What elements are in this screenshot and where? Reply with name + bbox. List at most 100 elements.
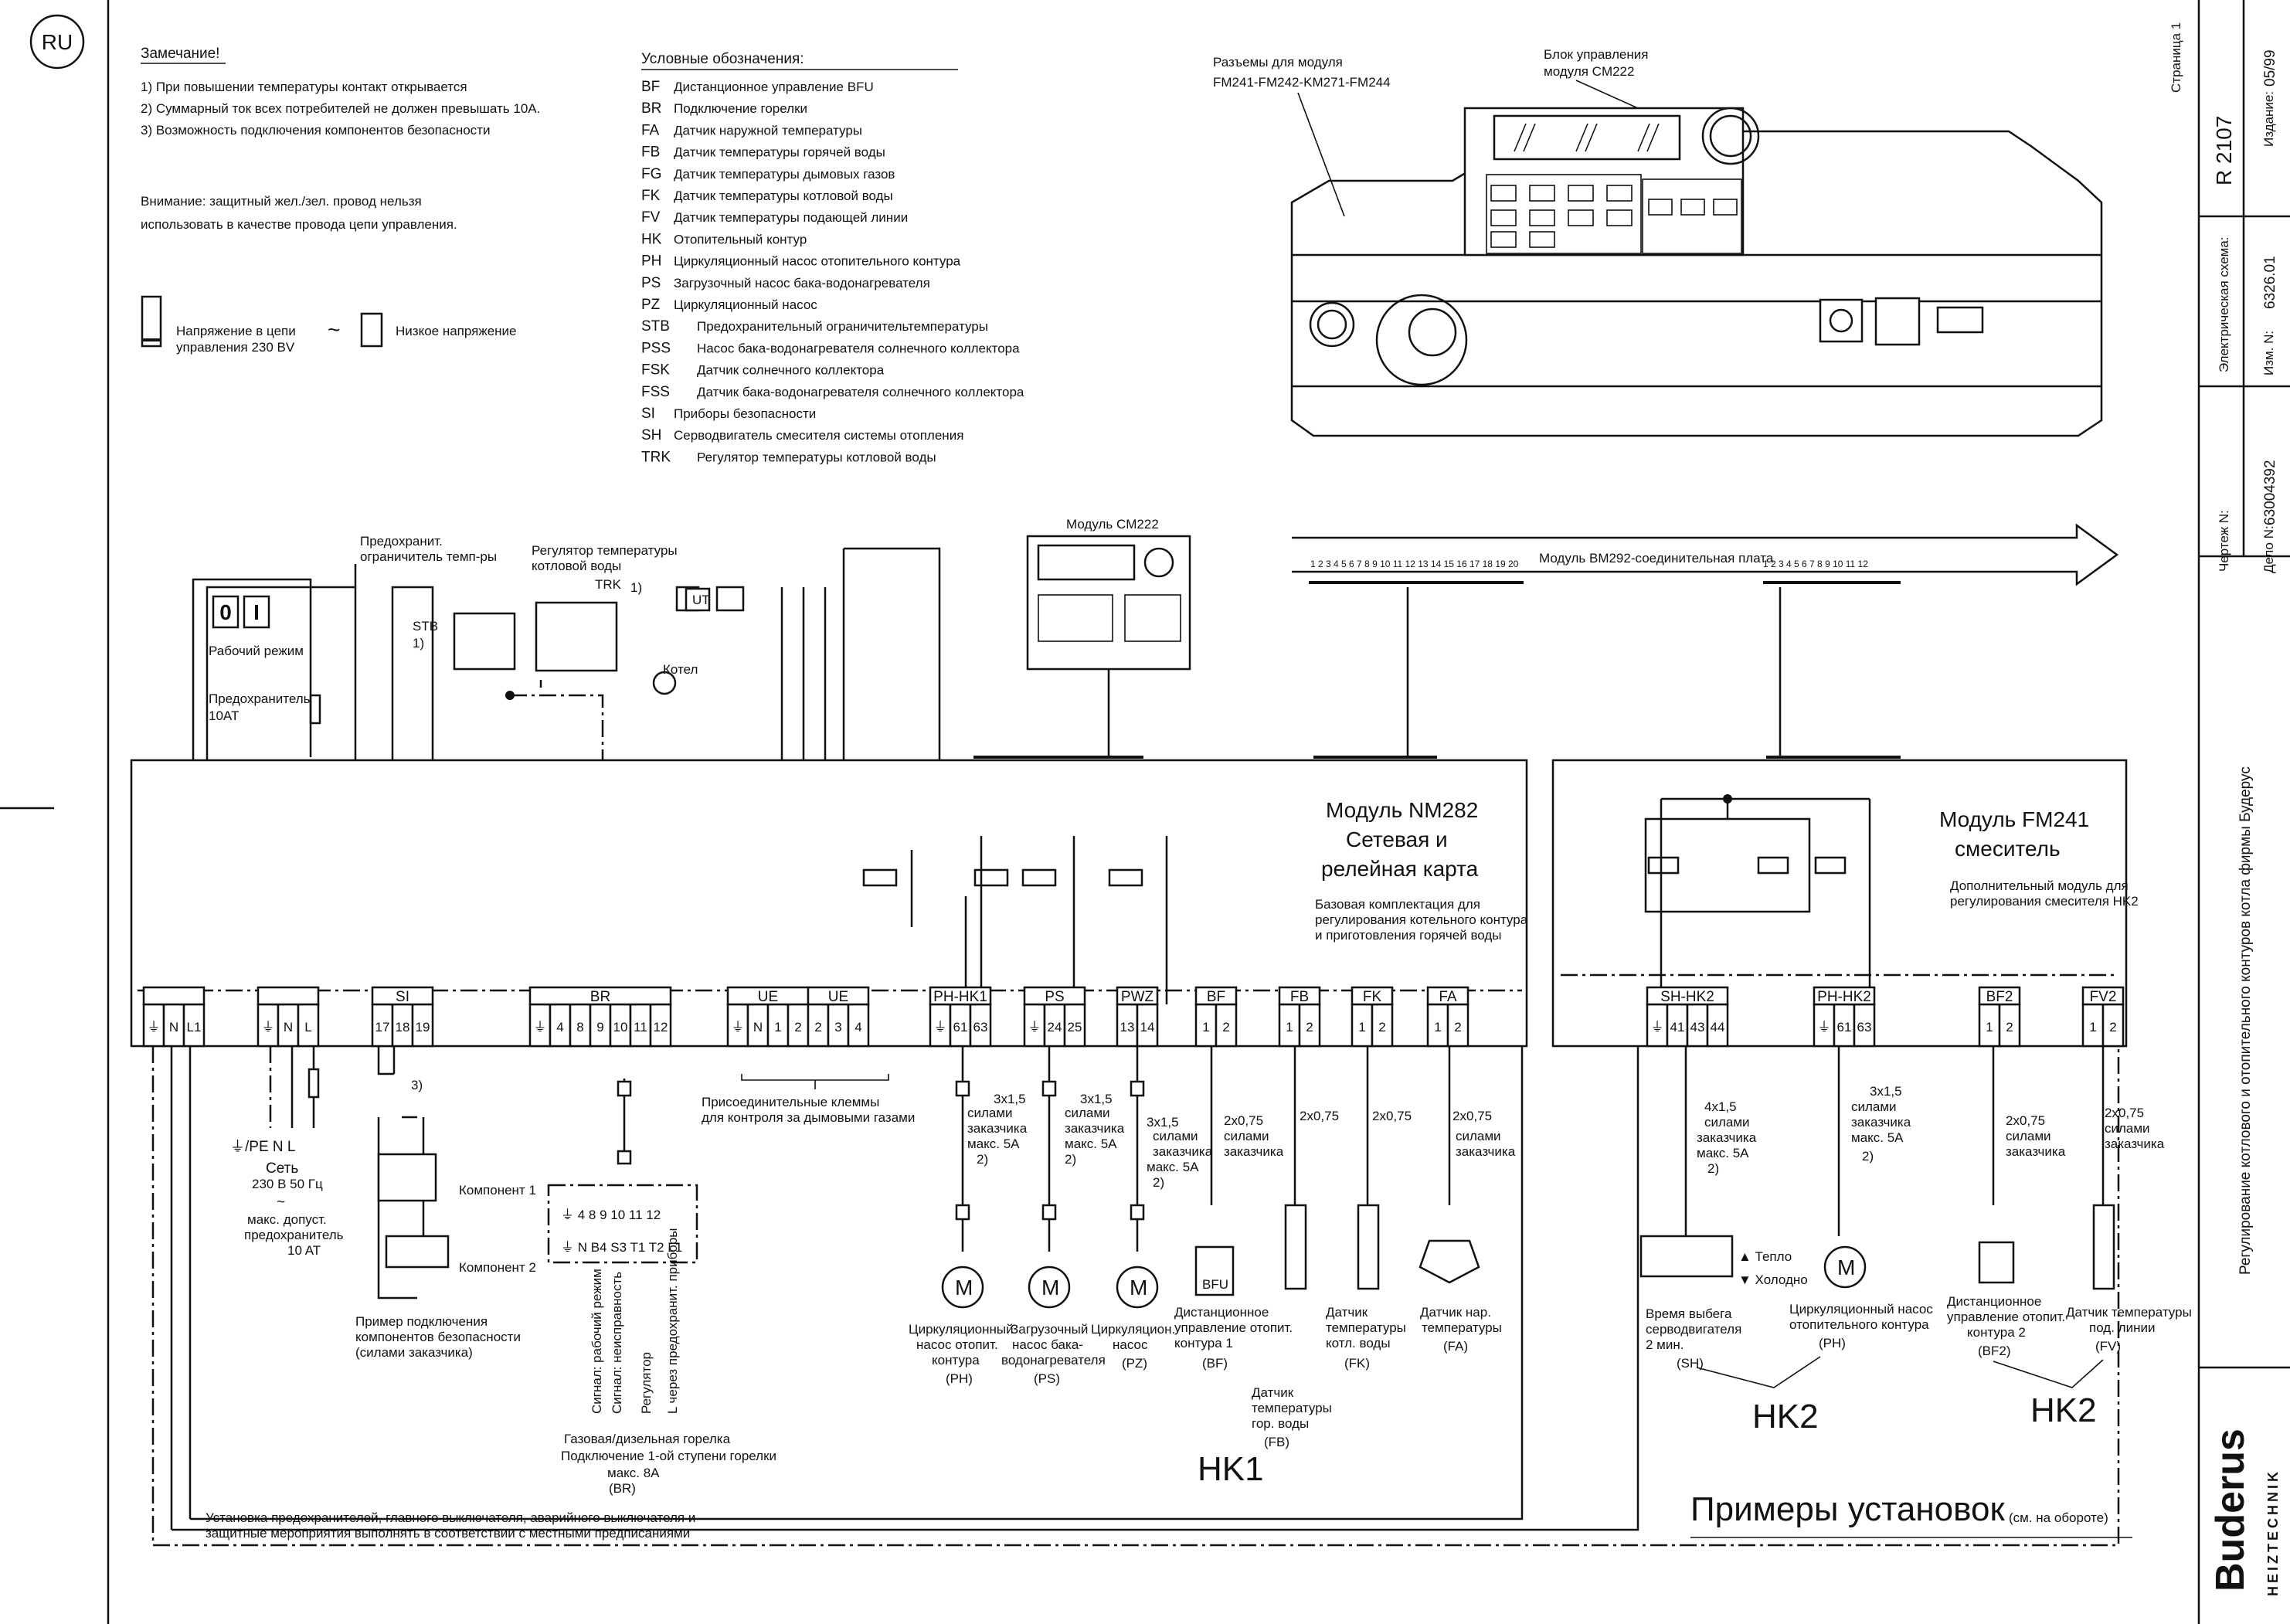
svg-text:макс. 5А: макс. 5А xyxy=(1065,1136,1117,1151)
legend-code-pz: PZ xyxy=(641,297,661,313)
svg-text:силами: силами xyxy=(2006,1129,2051,1143)
pump-ps-motor xyxy=(1028,1266,1071,1309)
terminal-label-fb: FB xyxy=(1290,989,1309,1005)
legend-code-hk: HK xyxy=(641,231,662,247)
terminal-cell xyxy=(1298,1003,1321,1048)
terminal-cell xyxy=(1194,1003,1218,1048)
terminal-number: 13 xyxy=(1120,1020,1135,1035)
svg-text:2х0,75: 2х0,75 xyxy=(1224,1113,1263,1128)
svg-text:отопительного контура: отопительного контура xyxy=(1789,1317,1929,1332)
terminal-number: 17 xyxy=(375,1020,390,1035)
pump-ph-label: Циркуляционный xyxy=(909,1322,1014,1337)
bfu-remote-2 xyxy=(1978,1241,2015,1284)
pump-ph-hk2-motor xyxy=(1823,1245,1867,1289)
terminal-label-bf2: BF2 xyxy=(1986,989,2013,1005)
legend-code-bf: BF xyxy=(641,79,660,95)
terminal-cell xyxy=(1371,1003,1394,1048)
legend-code-fb: FB xyxy=(641,144,660,161)
legend-desc-fk: Датчик температуры котловой воды xyxy=(674,189,893,203)
safety-component-1 xyxy=(377,1153,437,1202)
terminal-number: 1 xyxy=(1434,1020,1441,1035)
ut-label: UT xyxy=(692,593,710,607)
terminal-cell xyxy=(2081,1003,2105,1048)
safety-example-label-3: (силами заказчика) xyxy=(355,1345,473,1360)
svg-text:заказчика: заказчика xyxy=(1153,1144,1213,1159)
terminal-number: ⏚ xyxy=(1818,1020,1831,1035)
legend-desc-stb: Предохранительный ограничительтемператур… xyxy=(697,319,988,334)
svg-text:(FA): (FA) xyxy=(1443,1339,1468,1354)
change-value: 6326.01 xyxy=(2262,256,2278,309)
svg-text:I: I xyxy=(253,600,260,624)
terminal-cell xyxy=(391,1003,414,1048)
note-ref-3: 3) xyxy=(411,1078,423,1092)
installation-examples-title: Примеры установок xyxy=(1690,1490,2005,1528)
terminal-label-fv2: FV2 xyxy=(2090,989,2117,1005)
terminal-cell xyxy=(371,1003,394,1048)
buderus-logo-sub: HEIZTECHNIK xyxy=(2265,1469,2281,1596)
note-1: 1) При повышении температуры контакт отк… xyxy=(141,80,467,94)
terminal-number: 11 xyxy=(634,1020,647,1035)
nm282-desc-2: регулирования котельного контура xyxy=(1315,912,1528,927)
sensor-fv xyxy=(2092,1204,2115,1290)
svg-text:макс. 5А: макс. 5А xyxy=(967,1136,1020,1151)
legend-desc-si: Приборы безопасности xyxy=(674,406,816,421)
svg-text:макс. 5А: макс. 5А xyxy=(1851,1130,1904,1145)
edition-label: Издание: xyxy=(2261,91,2276,147)
lang-badge-circle xyxy=(29,14,85,70)
sh-label: Время выбега xyxy=(1646,1306,1732,1321)
fv-label: Датчик температуры xyxy=(2066,1305,2192,1320)
terminal-cell xyxy=(1998,1003,2021,1048)
terminal-cell xyxy=(807,1003,830,1048)
cm222-display xyxy=(1493,114,1681,161)
svg-text:2х0,75: 2х0,75 xyxy=(2105,1106,2144,1120)
terminal-number: 2 xyxy=(1378,1020,1385,1035)
svg-text:силами: силами xyxy=(1704,1115,1750,1130)
signal-operation-label: Сигнал: рабочий режим xyxy=(589,1269,604,1414)
title-block: Страница 1 R 2107 Издание: 05/99 Электри… xyxy=(2169,0,2290,1624)
sensor-fb xyxy=(1284,1204,1307,1290)
page-number: Страница 1 xyxy=(2169,22,2183,93)
svg-text:насос бака-: насос бака- xyxy=(1012,1337,1083,1352)
terminal-number: N xyxy=(284,1020,293,1035)
legend-code-ps: PS xyxy=(641,275,661,291)
low-voltage-symbol xyxy=(360,312,383,348)
component-2-label: Компонент 2 xyxy=(459,1260,536,1275)
scheme-label: Электрическая схема: xyxy=(2217,236,2231,372)
cm222-module-label: Модуль CM222 xyxy=(1066,517,1159,532)
terminal-number: 63 xyxy=(1857,1020,1872,1035)
drawing-label: Чертеж N: xyxy=(2217,510,2231,572)
connectors-label-2: FM241-FM242-KM271-FM244 xyxy=(1213,75,1391,90)
burner-label: Газовая/дизельная горелка xyxy=(564,1432,731,1446)
svg-text:4х1,5: 4х1,5 xyxy=(1704,1099,1737,1114)
burner-label-3: макс. 8А xyxy=(607,1466,660,1480)
terminal-number: 24 xyxy=(1048,1020,1062,1035)
notes-block: Замечание! 1) При повышении температуры … xyxy=(141,46,540,232)
svg-text:силами: силами xyxy=(2105,1121,2150,1136)
legend-desc-br: Подключение горелки xyxy=(674,101,807,116)
lang-badge: RU xyxy=(42,30,73,54)
regulator-signal-label: Регулятор xyxy=(639,1352,654,1414)
terminal-label-fk: FK xyxy=(1363,989,1382,1005)
svg-text:температуры: температуры xyxy=(1326,1320,1406,1335)
terminal-label-ps: PS xyxy=(1045,989,1064,1005)
svg-text:управление отопит.: управление отопит. xyxy=(1174,1320,1293,1335)
svg-text:M: M xyxy=(1837,1255,1855,1279)
terminal-label-shhk2: SH-HK2 xyxy=(1660,989,1714,1005)
terminal-number: 18 xyxy=(396,1020,410,1035)
voltage-legend: Напряжение в цепи управления 230 ВV ~ Ни… xyxy=(141,295,517,355)
terminal-number: ⏚ xyxy=(732,1020,745,1035)
terminal-number: N xyxy=(753,1020,763,1035)
terminal-number: ⏚ xyxy=(262,1020,275,1035)
svg-text:контура 1: контура 1 xyxy=(1174,1336,1233,1351)
terminal-number: 61 xyxy=(1837,1020,1852,1035)
terminal-number: 1 xyxy=(1286,1020,1293,1035)
legend-code-fa: FA xyxy=(641,122,660,138)
